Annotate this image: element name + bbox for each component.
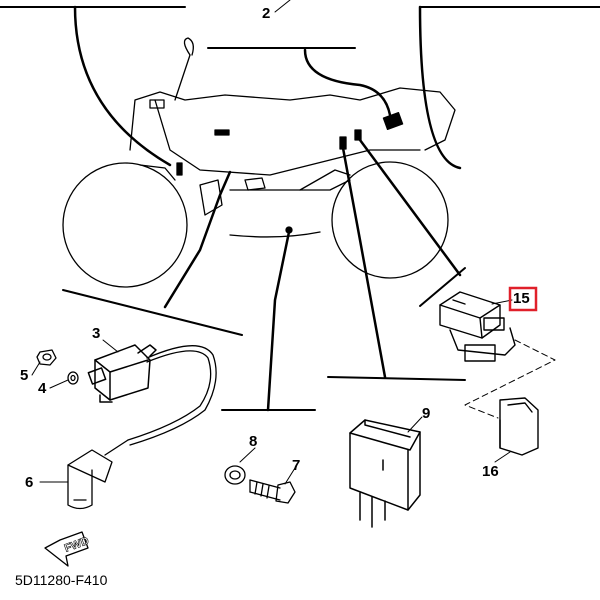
callout-7: 7 [292, 457, 300, 474]
front-wheel [62, 162, 188, 288]
drawing-code: 5D11280-F410 [15, 572, 108, 588]
bolt-part-7 [249, 479, 296, 504]
callout-5: 5 [20, 367, 28, 384]
leader-bars [62, 47, 466, 411]
rear-wheel [331, 161, 449, 279]
callout-6: 6 [25, 474, 33, 491]
ignition-coil-part-3 [87, 344, 157, 403]
motorcycle-outline [62, 37, 456, 288]
cover-part-16 [499, 397, 539, 456]
washer-part-4 [67, 371, 79, 385]
callout-16: 16 [482, 463, 499, 480]
harness-cables [73, 5, 462, 412]
callout-3: 3 [92, 325, 100, 342]
callout-8: 8 [249, 433, 257, 450]
callout-2: 2 [262, 5, 270, 22]
fwd-arrow-icon [44, 531, 89, 567]
relay-connector-part-15 [439, 291, 516, 362]
callout-leaders [31, 0, 513, 485]
dashed-link [464, 339, 556, 419]
callout-4: 4 [38, 380, 47, 397]
nut-part-5 [36, 349, 57, 366]
plug-lead-part-6 [67, 345, 217, 510]
callout-15: 15 [513, 290, 530, 307]
callout-15-highlight [508, 286, 538, 312]
callout-9: 9 [422, 405, 430, 422]
relay-part-9 [349, 419, 421, 528]
washer-part-8 [224, 465, 246, 485]
